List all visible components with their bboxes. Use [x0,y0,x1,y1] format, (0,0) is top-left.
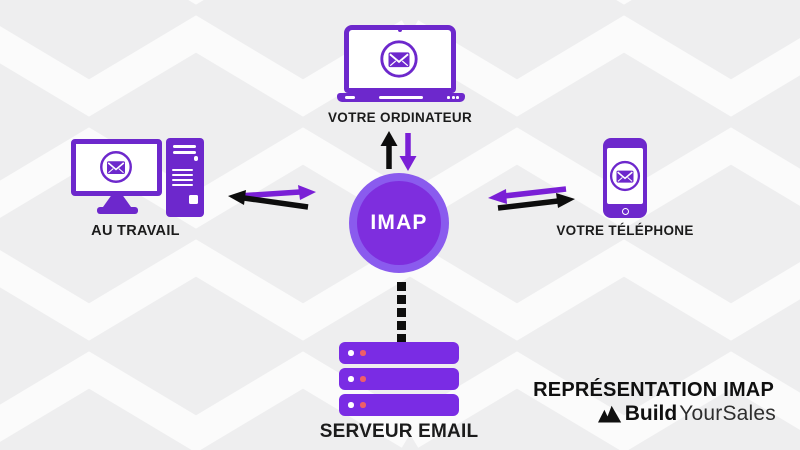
brand-regular-text: YourSales [679,402,776,425]
diagram-title: REPRÉSENTATION IMAP [533,379,774,401]
laptop-base-dash [345,96,355,99]
desktop-monitor-icon [71,139,162,196]
server-unit [339,342,459,364]
monitor-stand-neck [103,196,131,207]
server-stack-icon [339,342,459,420]
computer-tower-icon [166,138,204,217]
label-votre-ordinateur: VOTRE ORDINATEUR [327,110,473,125]
imap-node: IMAP [349,173,449,273]
arrow-left-double [228,185,316,210]
dotted-connector [397,282,406,343]
tower-power-dot [193,156,198,161]
imap-label: IMAP [370,211,428,234]
arrow-right-double [488,186,575,211]
laptop-base-bar [379,96,423,99]
label-votre-telephone: VOTRE TÉLÉPHONE [556,223,694,238]
server-unit [339,394,459,416]
mountain-logo-icon [597,405,621,422]
laptop-camera-dot [398,28,402,32]
phone-home-button [621,207,629,215]
label-au-travail: AU TRAVAIL [91,223,180,239]
email-envelope-icon [609,160,641,192]
server-unit [339,368,459,390]
smartphone-icon [603,138,647,218]
email-envelope-icon [100,151,132,183]
laptop-base [337,93,465,102]
brand-bold-text: Build [624,402,678,425]
arrow-vertical-double [380,131,417,171]
tower-drive-square [189,195,198,204]
monitor-stand-base [97,207,138,214]
label-serveur-email: SERVEUR EMAIL [319,421,479,442]
laptop-icon [344,25,456,93]
email-envelope-icon [380,40,418,78]
